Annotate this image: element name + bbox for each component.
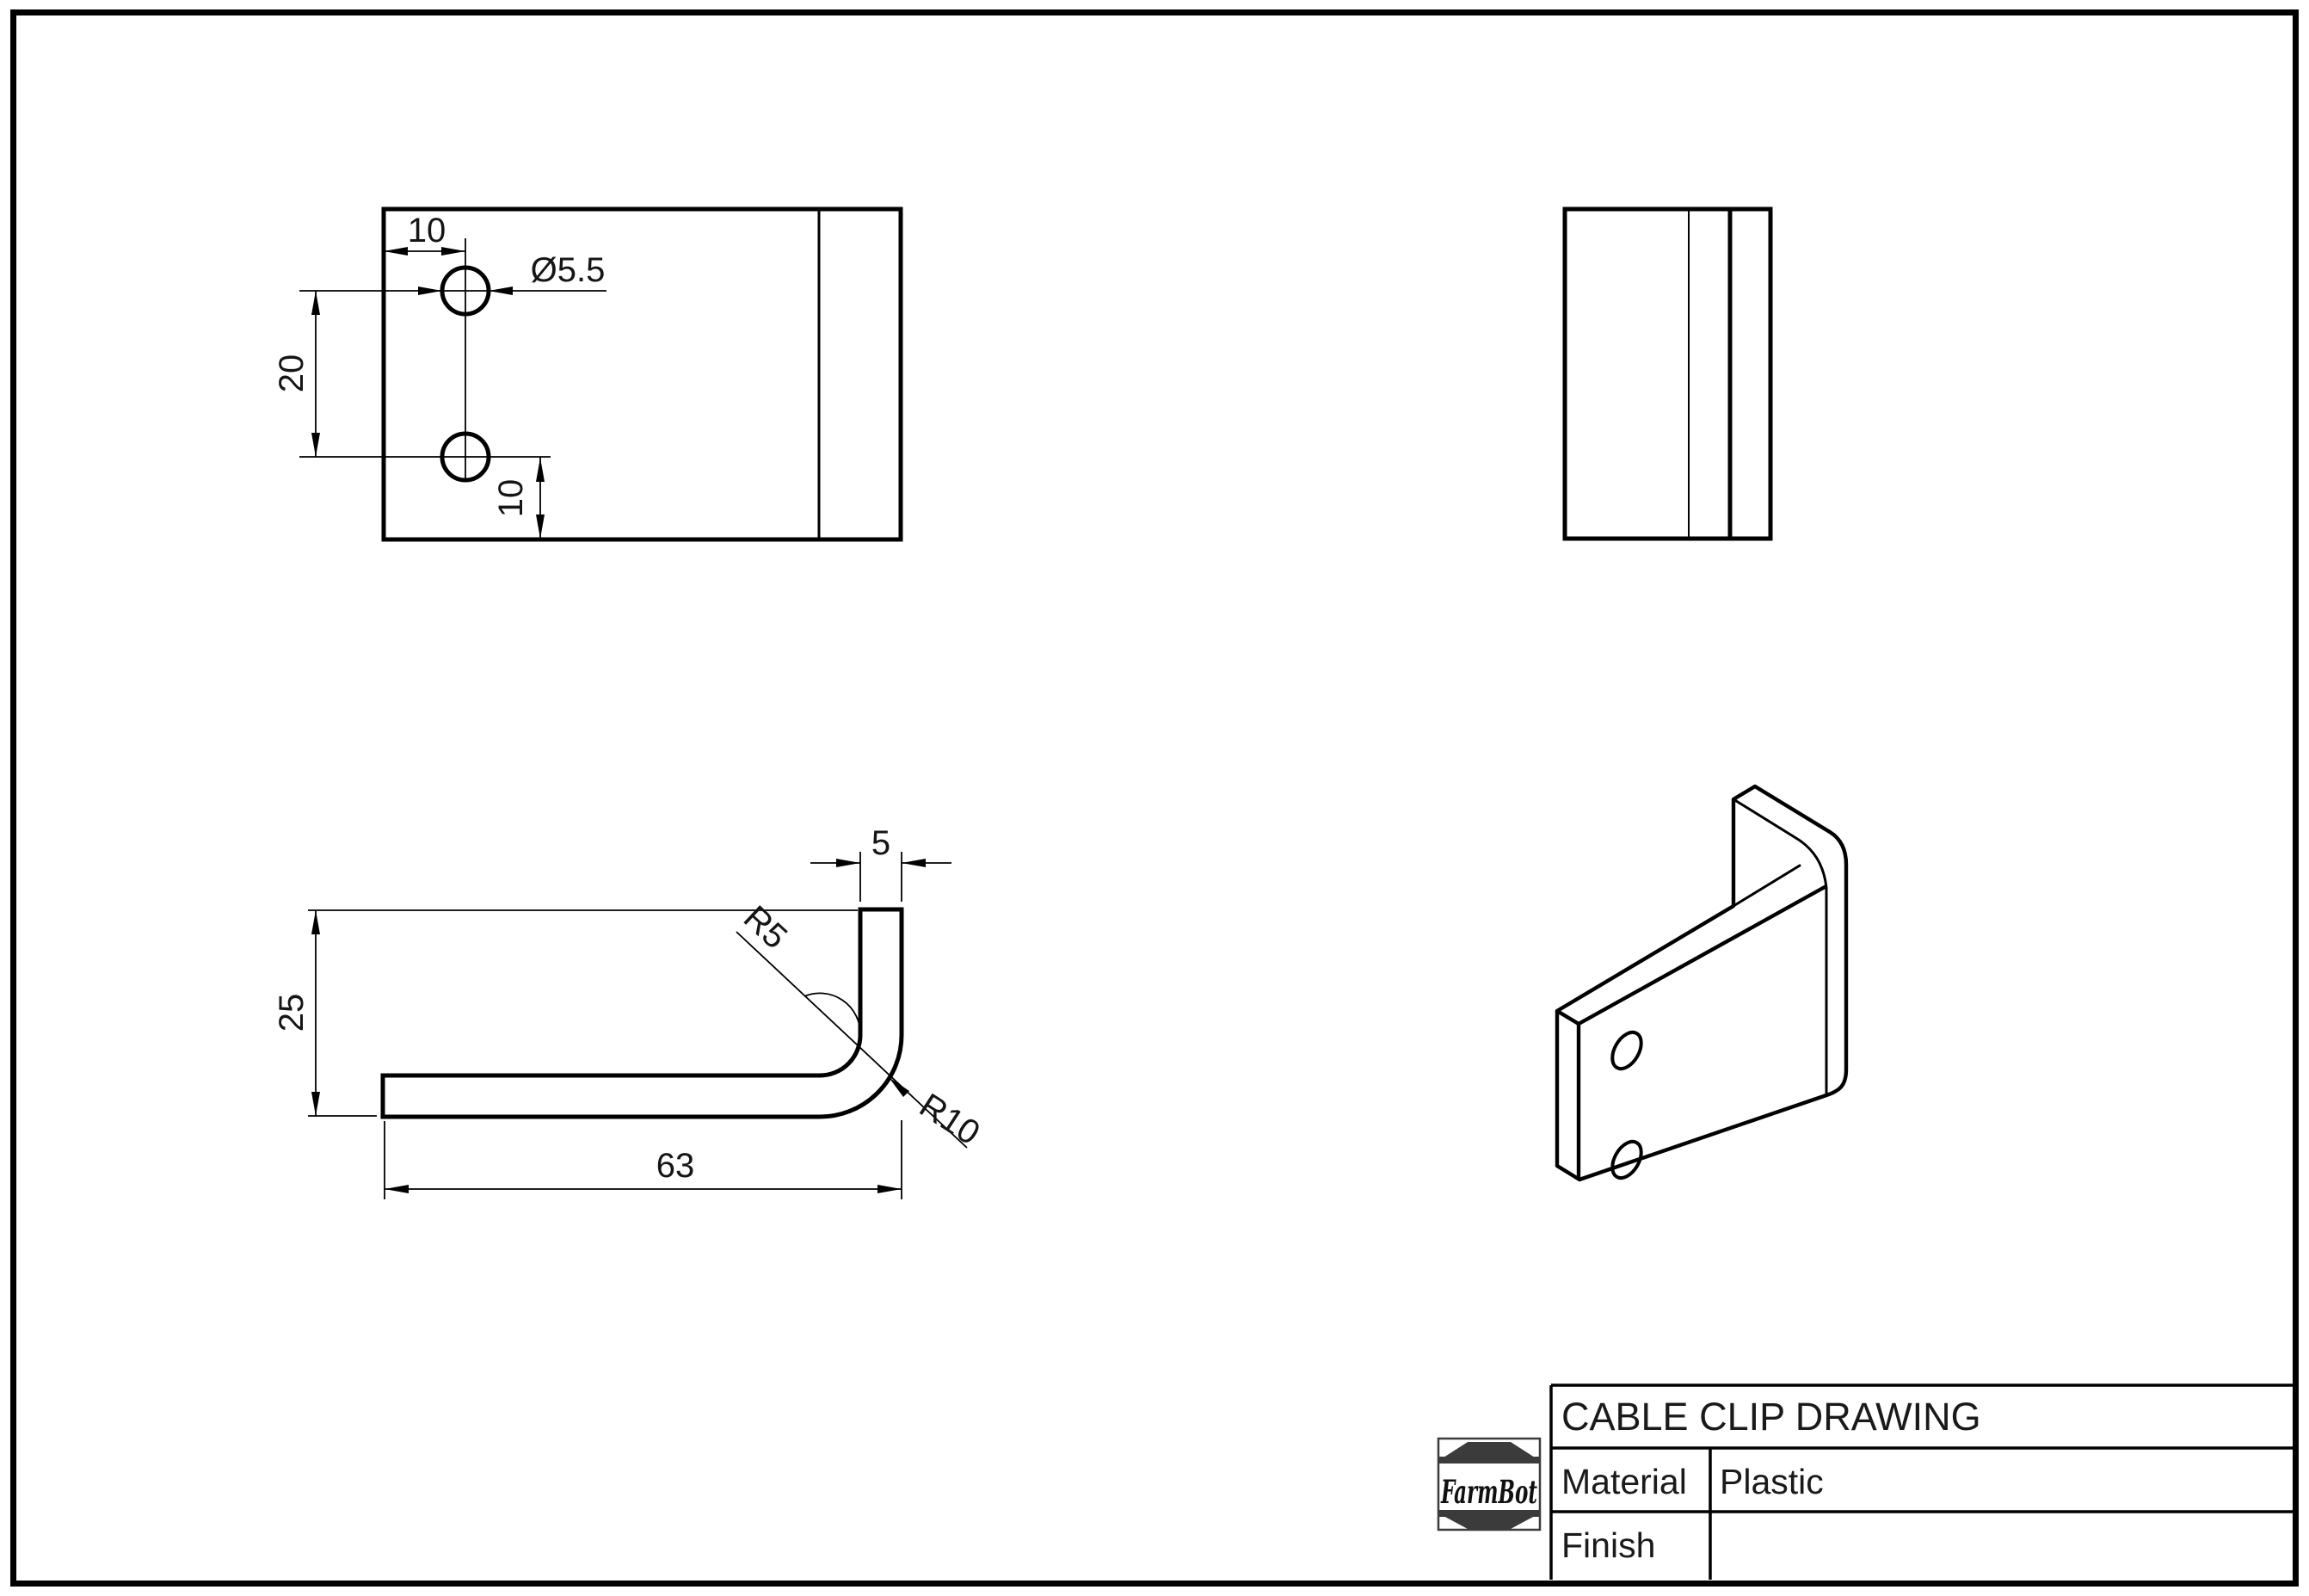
dim-label-10-bottom: 10 [492,479,530,518]
arrowhead-icon [902,859,926,867]
arrowhead-icon [418,287,442,295]
side-view [1562,206,1773,541]
dim-label-10-top: 10 [408,212,446,250]
arrowhead-icon [536,515,545,539]
farmbot-logo: FarmBot [1437,1437,1542,1531]
profile-outline [380,907,904,1119]
iso-top-left-corner-edge [1555,1008,1581,1026]
arrowhead-icon [536,458,545,482]
iso-hole-top [1610,1030,1643,1071]
centerlines [299,238,606,482]
profile-arrowheads [311,859,926,1193]
material-label: Material [1561,1462,1687,1501]
drawing-title: CABLE CLIP DRAWING [1561,1395,1981,1439]
top-view [299,206,903,542]
isometric-view [1555,784,1849,1182]
finish-label: Finish [1561,1525,1655,1565]
profile-view [308,852,968,1199]
logo-roof-icon [1444,1442,1535,1457]
iso-plate-front-top-edge [1576,884,1827,1026]
dim-label-r10: R10 [913,1087,987,1153]
logo-keel-icon [1444,1516,1535,1529]
arrowhead-icon [311,1092,320,1116]
logo-frame [1437,1437,1542,1531]
dim-hole-spacing [311,291,320,457]
iso-silhouette [1555,784,1849,1182]
arrowhead-icon [385,1185,409,1193]
arrowhead-icon [489,287,513,295]
arrowhead-icon [311,291,320,315]
arrowhead-icon [889,1077,909,1097]
top-view-outline [381,206,903,542]
profile-extension-lines [308,852,968,1199]
iso-hole-bottom [1610,1139,1643,1180]
title-block: CABLE CLIP DRAWING Material Plastic Fini… [1437,1383,2294,1580]
title-block-grid [1549,1383,2294,1580]
arrowhead-icon [441,247,465,256]
dim-label-25: 25 [273,994,311,1032]
arrowhead-icon [836,859,860,867]
arrowhead-icon [384,247,408,256]
profile-view-labels: 5 25 63 R5 R10 [273,824,987,1185]
dim-edge-to-hole [384,247,465,256]
arrowhead-icon [311,433,320,457]
arrowhead-icon [785,977,804,996]
iso-flange-inner-edge [1732,864,1801,908]
logo-top-bar [1438,1457,1540,1464]
iso-inner-bend-edge [1732,798,1828,1096]
dim-label-hole-diameter: Ø5.5 [531,251,606,289]
dim-hole-to-edge [536,457,545,539]
page-border [10,9,2299,1587]
dim-hole-diameter-leader [418,287,513,295]
dim-label-20: 20 [273,354,311,393]
top-view-labels: 10 Ø5.5 20 10 [273,212,605,517]
arrowhead-icon [877,1185,902,1193]
logo-wordmark: FarmBot [1440,1473,1537,1511]
dim-label-63: 63 [656,1147,695,1185]
material-value: Plastic [1720,1462,1824,1501]
logo-bottom-bar [1438,1510,1540,1517]
dim-label-r5: R5 [736,898,794,956]
side-view-outline [1562,206,1773,541]
arrowhead-icon [311,910,320,934]
dim-label-5: 5 [871,824,890,862]
